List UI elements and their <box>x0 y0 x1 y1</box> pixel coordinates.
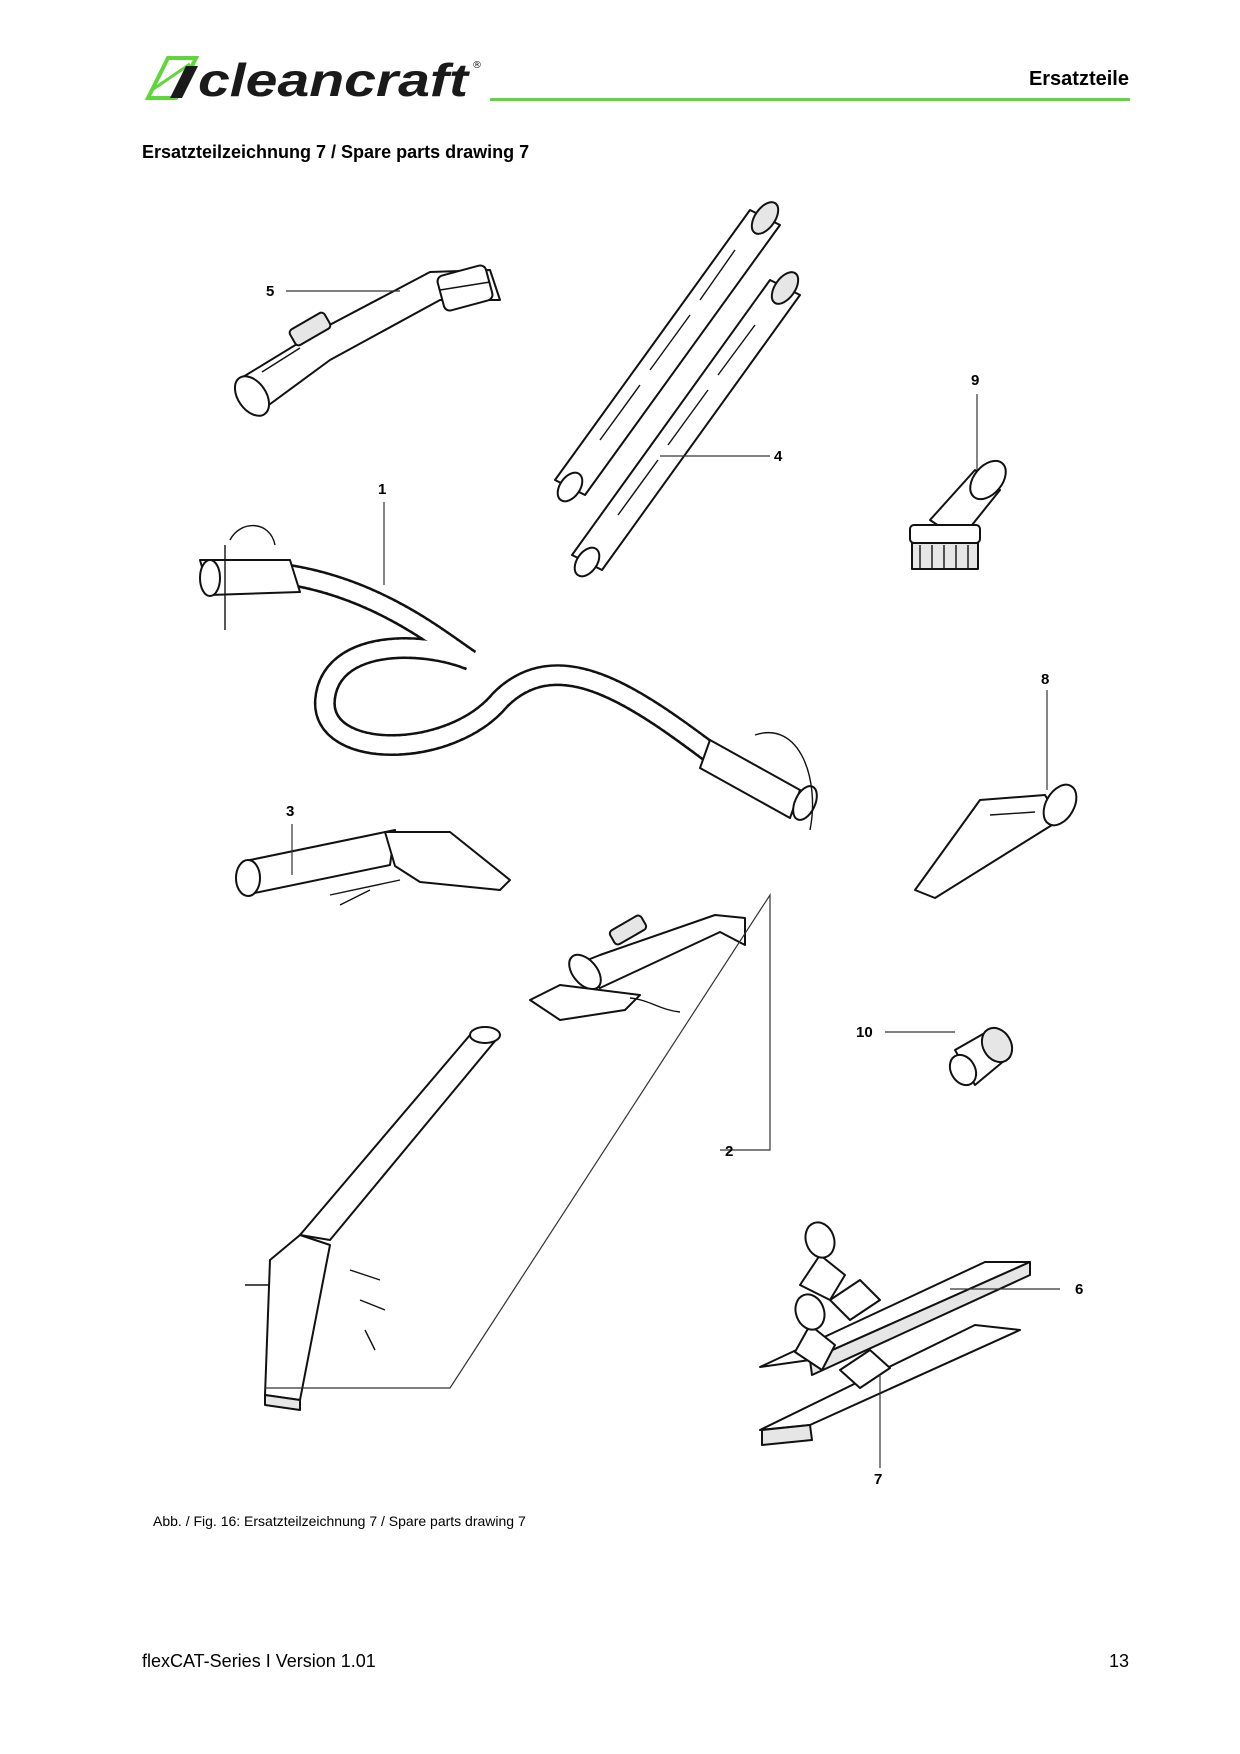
spare-parts-drawing: 1 2 3 4 5 6 7 8 9 10 <box>199 201 1083 1488</box>
part-4-suction-tubes <box>554 201 801 578</box>
logo-mark-icon <box>144 56 200 100</box>
callout-5: 5 <box>266 283 274 300</box>
registered-mark-icon: ® <box>472 60 482 71</box>
part-5-hand-grip <box>233 264 501 417</box>
header-rule <box>490 98 1130 101</box>
part-1-hose-assembly <box>199 524 818 831</box>
callout-6: 6 <box>1075 1281 1083 1298</box>
logo-wordmark: cleancraft <box>198 54 470 106</box>
cleancraft-logo: cleancraft ® <box>144 54 482 106</box>
part-9-round-brush <box>909 459 1007 570</box>
callout-3: 3 <box>286 803 294 820</box>
callout-4: 4 <box>774 448 783 465</box>
callout-8: 8 <box>1041 671 1049 688</box>
callout-7: 7 <box>874 1471 882 1488</box>
page-heading: Ersatzteilzeichnung 7 / Spare parts draw… <box>142 142 530 162</box>
part-3-upholstery-tool <box>235 829 511 906</box>
callout-1: 1 <box>378 481 386 498</box>
figure-caption: Abb. / Fig. 16: Ersatzteilzeichnung 7 / … <box>153 1513 526 1529</box>
leader-2 <box>265 892 771 1389</box>
part-10-adapter <box>948 1026 1014 1087</box>
callout-10: 10 <box>856 1024 873 1041</box>
part-8-crevice-nozzle <box>914 783 1078 899</box>
footer-product-version: flexCAT-Series I Version 1.01 <box>142 1651 376 1671</box>
part-7-floor-nozzle <box>759 1293 1021 1446</box>
part-2-floor-tool-wand <box>245 914 746 1411</box>
callout-2: 2 <box>725 1143 733 1160</box>
callout-9: 9 <box>971 372 979 389</box>
footer-page-number: 13 <box>1108 1651 1129 1671</box>
header-section-title: Ersatzteile <box>1028 68 1129 90</box>
